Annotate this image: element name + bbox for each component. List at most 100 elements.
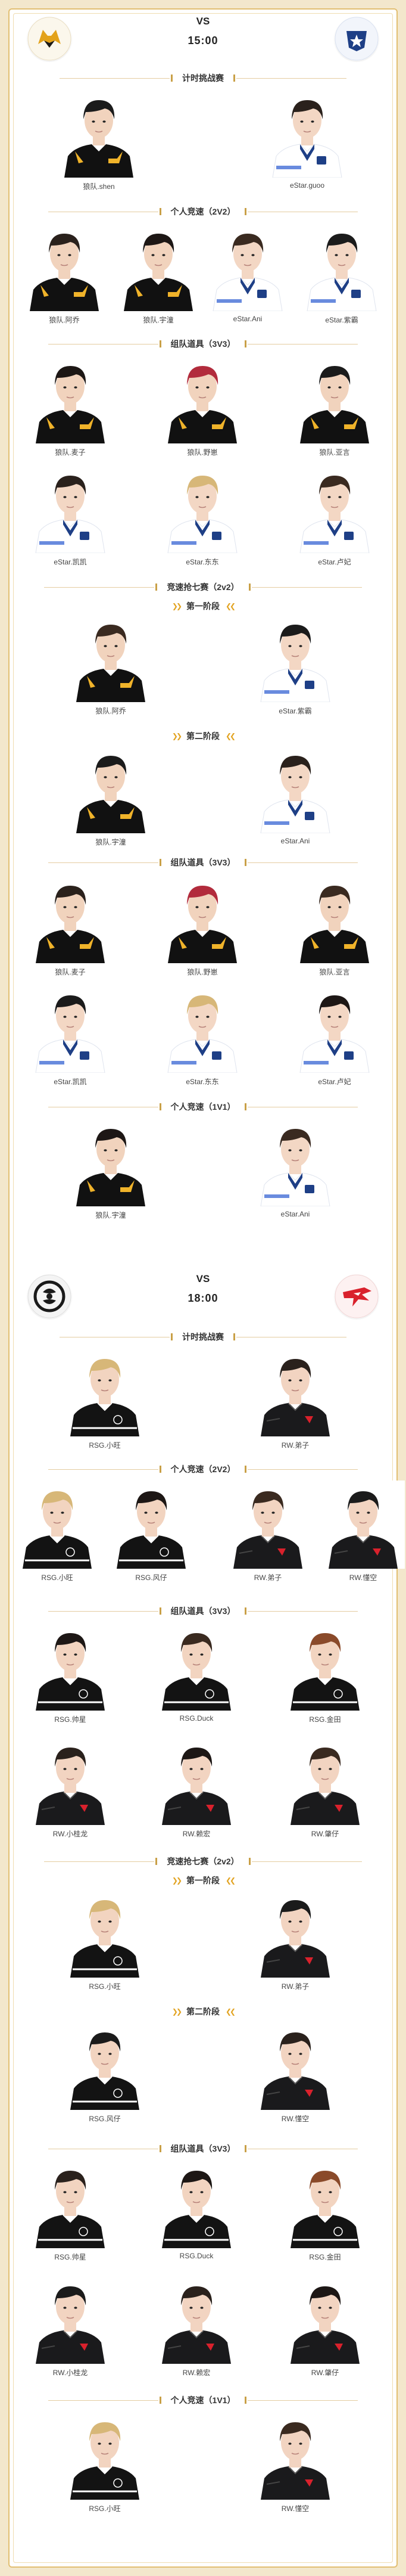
player-name: eStar.紫霸 bbox=[279, 707, 312, 715]
player-photo bbox=[155, 2160, 238, 2248]
player-name: RW.弟子 bbox=[254, 1573, 282, 1582]
divider-line bbox=[44, 1861, 155, 1862]
title-bar-icon bbox=[245, 2145, 247, 2152]
player-photo bbox=[266, 89, 349, 178]
section-title: 组队道具（3V3） bbox=[20, 335, 386, 353]
title-bar-icon bbox=[245, 859, 247, 866]
player-card: eStar.紫霸 bbox=[300, 223, 383, 325]
title-bar-icon bbox=[159, 2397, 161, 2404]
section-title-text: 组队道具（3V3） bbox=[170, 1606, 236, 1616]
player-photo bbox=[293, 355, 376, 443]
player-card: eStar.Ani bbox=[254, 745, 337, 845]
divider-line bbox=[248, 1469, 358, 1470]
player-card: RW.肇仔 bbox=[283, 1737, 367, 1839]
section-title-text: 个人竞速（2V2） bbox=[170, 1464, 236, 1474]
player-card: RW.小桂龙 bbox=[29, 2276, 112, 2378]
chevron-left-icon: ❮❮ bbox=[226, 1876, 236, 1885]
divider-line bbox=[48, 1469, 158, 1470]
player-card: RW.弟子 bbox=[226, 1481, 310, 1582]
player-card: RSG.风仔 bbox=[63, 2022, 146, 2124]
section-title: 计时挑战赛 bbox=[20, 69, 386, 87]
player-card: RSG.小旺 bbox=[63, 1348, 146, 1450]
title-bar-icon bbox=[159, 1607, 161, 1615]
player-card: RSG.风仔 bbox=[110, 1481, 193, 1582]
divider-line bbox=[48, 1610, 158, 1612]
player-card: eStar.东东 bbox=[161, 985, 244, 1087]
title-bar-icon bbox=[159, 340, 161, 347]
player-photo bbox=[254, 2411, 337, 2500]
player-card: 狼队.野崽 bbox=[161, 875, 244, 977]
player-photo bbox=[283, 1737, 367, 1825]
player-name: eStar.guoo bbox=[289, 181, 325, 190]
player-card: eStar.凯凯 bbox=[29, 985, 112, 1087]
player-photo bbox=[254, 1889, 337, 1978]
player-name: eStar.Ani bbox=[233, 315, 263, 323]
player-card: eStar.紫霸 bbox=[254, 614, 337, 716]
player-name: RSG.帅星 bbox=[54, 1715, 86, 1724]
title-bar-icon bbox=[245, 1607, 247, 1615]
player-card: eStar.Ani bbox=[206, 223, 289, 323]
player-photo bbox=[161, 875, 244, 963]
divider-line bbox=[44, 586, 155, 588]
chevron-right-icon: ❯❯ bbox=[171, 732, 182, 740]
player-card: RW.赖宏 bbox=[155, 1737, 238, 1839]
player-card: 狼队.宇潼 bbox=[69, 1118, 152, 1220]
player-name: RSG.小旺 bbox=[89, 1441, 121, 1450]
divider-line bbox=[251, 1861, 362, 1862]
player-photo bbox=[117, 223, 200, 311]
chevron-right-icon: ❯❯ bbox=[171, 1876, 182, 1885]
player-card: RSG.帅星 bbox=[29, 2160, 112, 2262]
player-card: 狼队.宇潼 bbox=[117, 223, 200, 325]
title-bar-icon bbox=[233, 75, 235, 82]
title-bar-icon bbox=[159, 1103, 161, 1110]
player-card: RSG.小旺 bbox=[15, 1481, 99, 1582]
player-photo bbox=[29, 875, 112, 963]
title-bar-icon bbox=[245, 340, 247, 347]
phase-title-text: 第二阶段 bbox=[186, 2007, 220, 2016]
player-photo bbox=[293, 985, 376, 1073]
player-name: eStar.卢妃 bbox=[318, 1078, 351, 1086]
player-name: RSG.金田 bbox=[309, 1715, 341, 1724]
player-name: 狼队.野崽 bbox=[187, 968, 218, 976]
player-name: 狼队.宇潼 bbox=[143, 316, 174, 324]
player-photo bbox=[321, 1481, 405, 1569]
player-photo bbox=[254, 1348, 337, 1436]
vs-label: VS bbox=[196, 1273, 210, 1284]
player-photo bbox=[29, 355, 112, 443]
player-card: RSG.Duck bbox=[155, 2160, 238, 2260]
player-photo bbox=[254, 745, 337, 833]
player-name: eStar.卢妃 bbox=[318, 558, 351, 566]
player-card: eStar.卢妃 bbox=[293, 985, 376, 1087]
section-title: 个人竞速（2V2） bbox=[20, 1460, 386, 1478]
title-bar-icon bbox=[159, 2145, 161, 2152]
player-name: eStar.凯凯 bbox=[54, 558, 87, 566]
player-name: RSG.Duck bbox=[179, 1714, 214, 1722]
divider-line bbox=[48, 2400, 158, 2401]
player-card: RSG.帅星 bbox=[29, 1622, 112, 1724]
player-name: RW.弟子 bbox=[281, 1982, 310, 1991]
player-photo bbox=[155, 1622, 238, 1711]
player-card: eStar.Ani bbox=[254, 1118, 337, 1218]
phase-title-text: 第一阶段 bbox=[186, 1876, 220, 1885]
player-card: 狼队.阿乔 bbox=[69, 614, 152, 716]
player-name: 狼队.宇潼 bbox=[95, 1211, 126, 1219]
title-bar-icon bbox=[233, 1333, 235, 1340]
player-card: RW.肇仔 bbox=[283, 2276, 367, 2378]
divider-line bbox=[251, 586, 362, 588]
chevron-left-icon: ❮❮ bbox=[226, 602, 236, 610]
player-photo bbox=[57, 89, 140, 178]
section-title-text: 计时挑战赛 bbox=[182, 73, 224, 83]
title-bar-icon bbox=[245, 208, 247, 215]
player-name: RSG.风仔 bbox=[135, 1573, 167, 1582]
title-bar-icon bbox=[155, 1858, 158, 1865]
section-title-text: 个人竞速（2V2） bbox=[170, 207, 236, 216]
title-bar-icon bbox=[159, 208, 161, 215]
player-photo bbox=[161, 985, 244, 1073]
section-title: 组队道具（3V3） bbox=[20, 2140, 386, 2158]
section-title: 组队道具（3V3） bbox=[20, 1602, 386, 1620]
player-name: RSG.金田 bbox=[309, 2253, 341, 2261]
player-name: 狼队.阿乔 bbox=[49, 316, 80, 324]
player-card: RSG.Duck bbox=[155, 1622, 238, 1722]
